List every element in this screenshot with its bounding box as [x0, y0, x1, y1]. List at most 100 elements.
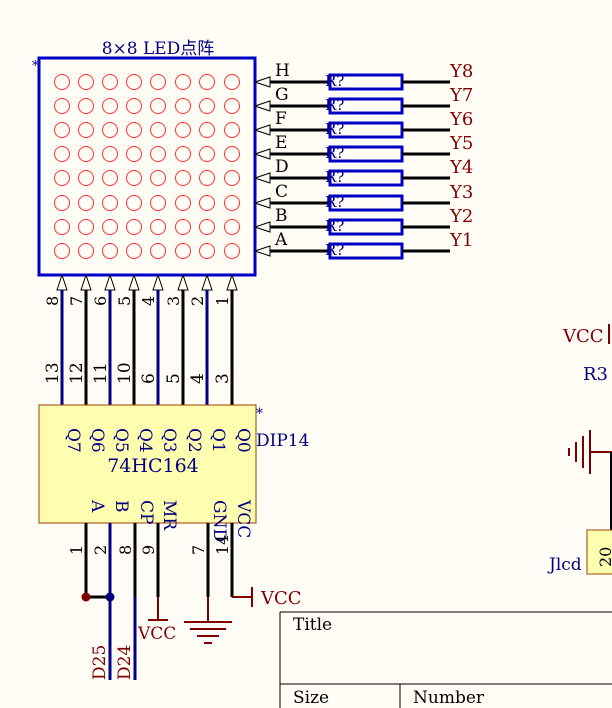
- size-label: Size: [293, 688, 329, 708]
- resistor-label: R?: [325, 120, 344, 138]
- led-dot: [175, 243, 191, 259]
- ic-pin-name: Q6: [87, 428, 107, 453]
- vcc-label-bottom: VCC: [137, 624, 176, 644]
- ic-bottom-pin-number: 1: [67, 545, 86, 555]
- col-pin-label: 4: [139, 296, 158, 306]
- ic-pin-name: Q2: [184, 428, 204, 453]
- row-pin-label: E: [275, 133, 287, 153]
- led-dot: [199, 195, 215, 211]
- col-pin-arrow: [152, 273, 164, 291]
- ic-pin-name: Q4: [135, 428, 155, 453]
- ic-name: 74HC164: [107, 455, 199, 477]
- led-dot: [54, 195, 70, 211]
- net-d25: D25: [90, 645, 110, 680]
- ic-pin-number: 12: [67, 362, 87, 384]
- title-label: Title: [293, 615, 332, 635]
- ic-pin-number: 10: [115, 362, 135, 384]
- ic-74hc164[interactable]: 74HC164 DIP14 * 13Q712Q611Q510Q46Q35Q24Q…: [38, 362, 309, 597]
- led-dot: [102, 170, 118, 186]
- col-pin-label: 8: [43, 296, 62, 306]
- ic-ref-mark: *: [256, 406, 263, 422]
- led-dot: [224, 74, 240, 90]
- led-dot: [224, 170, 240, 186]
- led-dot: [175, 219, 191, 235]
- row-pin-arrow: [253, 148, 271, 160]
- ic-pin-name: Q7: [63, 428, 83, 453]
- led-dot: [199, 146, 215, 162]
- led-dot: [78, 122, 94, 138]
- led-dot: [54, 122, 70, 138]
- net-d24: D24: [115, 645, 135, 680]
- net-label: Y1: [449, 230, 473, 251]
- ic-bottom-pin-name: CP: [136, 500, 156, 524]
- led-matrix[interactable]: 8×8 LED点阵 *: [32, 39, 257, 277]
- row-pin-arrow: [253, 245, 271, 257]
- resistor-label: R?: [325, 96, 344, 114]
- ic-pin-number: 5: [164, 373, 184, 384]
- led-dot: [175, 195, 191, 211]
- ic-bottom-pin-name: A: [87, 499, 107, 513]
- row-pin-label: G: [275, 85, 289, 105]
- led-dot: [102, 122, 118, 138]
- lcd-connector-body: [586, 529, 612, 575]
- led-dot: [150, 122, 166, 138]
- led-dot: [224, 122, 240, 138]
- led-grid: [54, 74, 240, 259]
- ic-bottom-pin-name: MR: [159, 500, 179, 531]
- led-dot: [150, 243, 166, 259]
- matrix-ref-mark: *: [32, 59, 39, 74]
- led-dot: [102, 195, 118, 211]
- led-dot: [224, 195, 240, 211]
- led-dot: [199, 74, 215, 90]
- ic-pin-name: Q3: [159, 428, 179, 453]
- led-dot: [126, 243, 142, 259]
- led-dot: [78, 195, 94, 211]
- right-partial-circuit: VCC R3 20 Jlcd: [547, 324, 612, 575]
- row-pin-label: C: [275, 182, 288, 202]
- led-dot: [126, 219, 142, 235]
- col-pin-arrow: [177, 273, 189, 291]
- ground-symbol: [184, 597, 232, 644]
- led-dot: [175, 74, 191, 90]
- ic-pin-number: 13: [43, 362, 63, 384]
- led-dot: [150, 146, 166, 162]
- col-pin-arrow: [226, 273, 238, 291]
- ic-pin-number: 4: [188, 373, 208, 384]
- ic-pin-name: Q1: [208, 428, 228, 453]
- led-dot: [54, 243, 70, 259]
- net-label: Y5: [449, 133, 473, 154]
- ic-bottom-pin-number: 14: [213, 535, 232, 555]
- net-label: Y7: [449, 85, 473, 106]
- matrix-outline: [37, 56, 257, 277]
- row-pin-label: B: [275, 206, 288, 226]
- vcc-label-right: VCC: [260, 588, 302, 609]
- resistor-label: R?: [325, 241, 344, 259]
- ic-bottom-pin-number: 7: [189, 545, 208, 555]
- col-pin-label: 5: [115, 296, 134, 306]
- led-dot: [224, 146, 240, 162]
- ic-bottom-pin-name: GND: [209, 500, 229, 542]
- row-pin-arrow: [253, 76, 271, 88]
- led-dot: [175, 122, 191, 138]
- jlcd-label: Jlcd: [547, 555, 582, 575]
- led-dot: [78, 243, 94, 259]
- ic-pin-number: 11: [91, 362, 111, 384]
- led-dot: [199, 122, 215, 138]
- led-dot: [224, 98, 240, 114]
- col-pin-arrow: [104, 273, 116, 291]
- resistor-label: R?: [325, 217, 344, 235]
- led-dot: [54, 219, 70, 235]
- col-pin-label: 6: [91, 296, 110, 306]
- led-dot: [199, 170, 215, 186]
- ic-bottom-pin-name: B: [111, 500, 131, 513]
- led-dot: [78, 219, 94, 235]
- mr-vcc-connection: VCC: [137, 597, 176, 644]
- junction-dot-a: [81, 592, 91, 602]
- col-pin-label: 1: [213, 296, 232, 306]
- led-dot: [126, 170, 142, 186]
- vcc-right-connection: VCC: [232, 587, 302, 609]
- vcc-label-far-right: VCC: [562, 326, 604, 347]
